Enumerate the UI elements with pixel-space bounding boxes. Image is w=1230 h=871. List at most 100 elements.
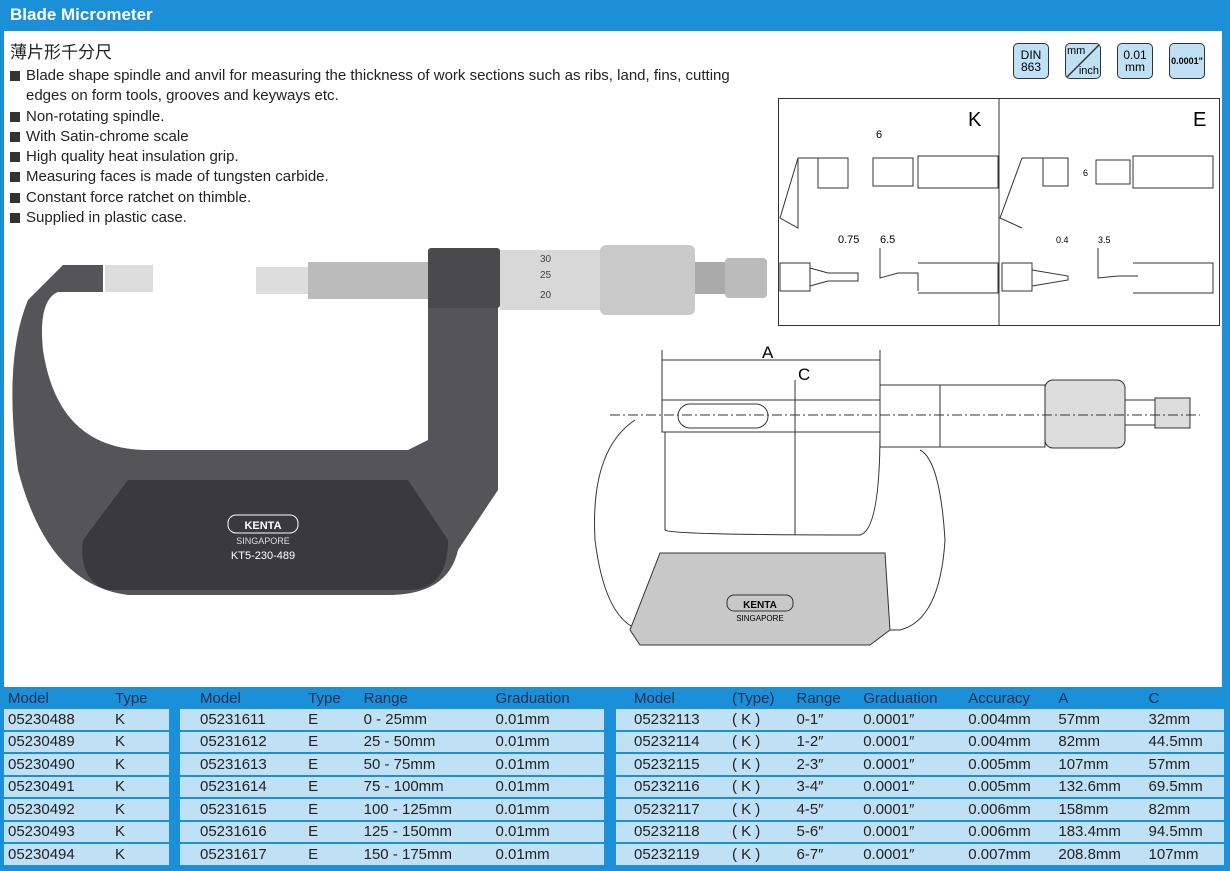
table-cell: 107mm	[1054, 753, 1145, 777]
brand-logo: KENTA	[244, 520, 281, 532]
type-k-label: K	[968, 109, 982, 131]
table-cell: 05230494	[4, 843, 111, 867]
table-cell: ( K )	[727, 775, 793, 799]
tip-type-detail-drawing: K E 6 0.75 6.5 6 0.4 3.5	[778, 98, 1220, 326]
table-cell: 05230491	[4, 775, 111, 799]
dimension-c-label: C	[798, 365, 810, 384]
svg-text:6.5: 6.5	[880, 234, 895, 246]
dimension-a-label: A	[762, 343, 774, 362]
table-cell: 05230488	[4, 709, 111, 732]
table-cell: 25 - 50mm	[359, 730, 492, 754]
table-cell: 0.01mm	[491, 730, 604, 754]
table-cell: 32mm	[1144, 709, 1224, 732]
model-label: KT5-230-489	[231, 550, 295, 562]
table-cell: K	[110, 709, 169, 732]
table-cell: 94.5mm	[1144, 820, 1224, 844]
table-cell: K	[110, 843, 169, 867]
table-cell: 0.01mm	[491, 753, 604, 777]
table-cell: 05231613	[180, 753, 305, 777]
table-cell: 0.0001″	[859, 775, 965, 799]
table-cell: 57mm	[1054, 709, 1145, 732]
feature-item: Supplied in plastic case.	[10, 208, 766, 228]
table-cell: E	[304, 709, 360, 732]
svg-text:30: 30	[540, 254, 552, 265]
table-cell: ( K )	[727, 709, 793, 732]
svg-text:25: 25	[540, 270, 552, 281]
table-cell: E	[304, 730, 360, 754]
dimension-drawing: A C KENTA SINGAPORE	[594, 343, 1200, 646]
table-cell: E	[304, 843, 360, 867]
svg-text:6: 6	[876, 129, 882, 141]
feature-item: Non-rotating spindle.	[10, 107, 766, 127]
table-cell: E	[304, 820, 360, 844]
table-cell: 05231616	[180, 820, 305, 844]
table-cell: E	[304, 753, 360, 777]
table-cell: 0.004mm	[964, 709, 1055, 732]
table-cell: 0.006mm	[964, 820, 1055, 844]
table-cell: 05230490	[4, 753, 111, 777]
table-cell: 0.007mm	[964, 843, 1055, 867]
table-cell: ( K )	[727, 843, 793, 867]
table-cell: K	[110, 753, 169, 777]
svg-text:3.5: 3.5	[1098, 235, 1111, 245]
svg-text:0.4: 0.4	[1056, 235, 1069, 245]
table-cell: 208.8mm	[1054, 843, 1145, 867]
table-cell: 05232119	[616, 843, 728, 867]
table-cell: 05231612	[180, 730, 305, 754]
table-cell: ( K )	[727, 753, 793, 777]
micrometer-photo: 30 25 20 KENTA SINGAPORE KT5-230-489	[12, 245, 767, 595]
table-cell: 6-7″	[792, 843, 860, 867]
table-cell: 0 - 25mm	[359, 709, 492, 732]
feature-item: High quality heat insulation grip.	[10, 147, 766, 167]
table-cell: 132.6mm	[1054, 775, 1145, 799]
table-cell: 100 - 125mm	[359, 798, 492, 822]
table-cell: 05232113	[616, 709, 728, 732]
feature-item: Constant force ratchet on thimble.	[10, 188, 766, 208]
feature-item: Measuring faces is made of tungsten carb…	[10, 167, 766, 187]
table-cell: 158mm	[1054, 798, 1145, 822]
table-cell: 0.0001″	[859, 730, 965, 754]
table-cell: 0.0001″	[859, 798, 965, 822]
feature-item: Blade shape spindle and anvil for measur…	[10, 66, 766, 107]
table-cell: 05232118	[616, 820, 728, 844]
table-cell: 0.01mm	[491, 775, 604, 799]
table-cell: 05231617	[180, 843, 305, 867]
table-cell: 05232116	[616, 775, 728, 799]
table-cell: ( K )	[727, 798, 793, 822]
table-cell: 0.0001″	[859, 709, 965, 732]
table-cell: 05232117	[616, 798, 728, 822]
table-cell: K	[110, 820, 169, 844]
table-cell: 183.4mm	[1054, 820, 1145, 844]
svg-text:SINGAPORE: SINGAPORE	[736, 614, 784, 623]
table-cell: 0.01mm	[491, 709, 604, 732]
table-cell: 0-1″	[792, 709, 860, 732]
table-cell: 0.01mm	[491, 820, 604, 844]
table-cell: 0.005mm	[964, 775, 1055, 799]
table-cell: K	[110, 775, 169, 799]
svg-text:0.75: 0.75	[838, 234, 859, 246]
table-cell: 0.01mm	[491, 798, 604, 822]
table-cell: 69.5mm	[1144, 775, 1224, 799]
table-cell: 05232115	[616, 753, 728, 777]
table-cell: 0.005mm	[964, 753, 1055, 777]
